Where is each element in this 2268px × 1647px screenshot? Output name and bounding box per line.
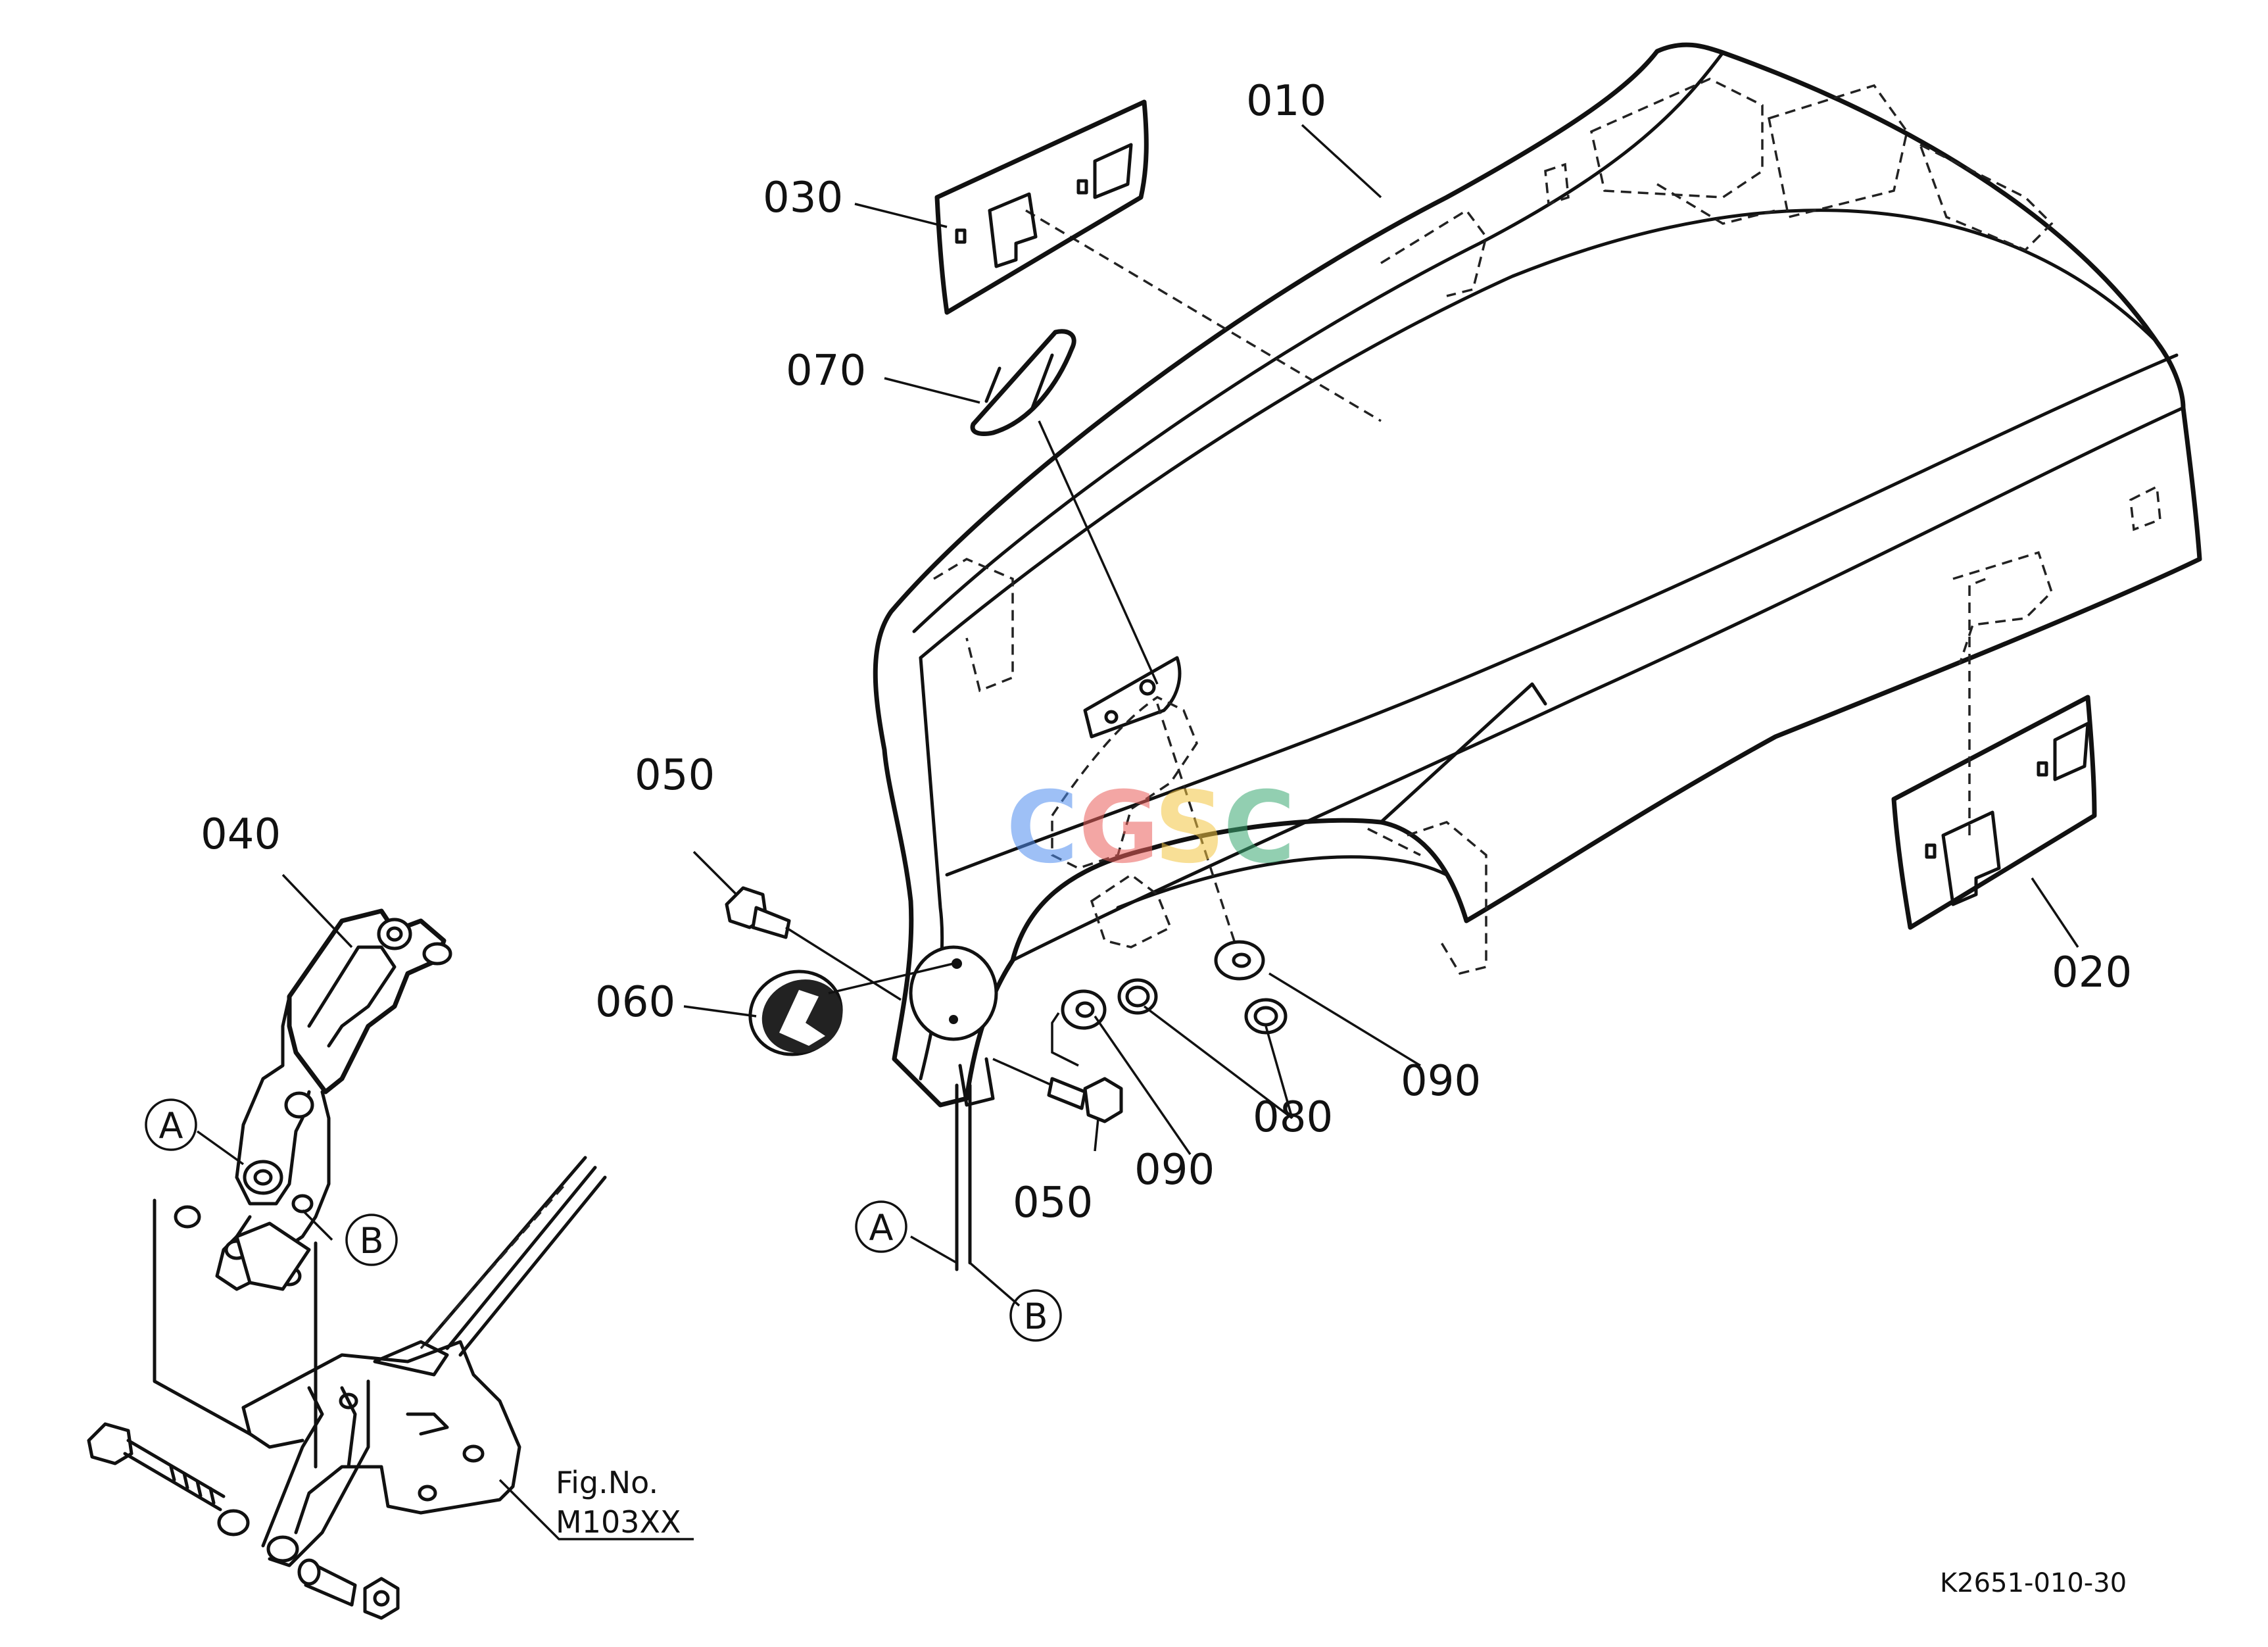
callout-020: 020	[2052, 948, 2132, 997]
callout-060: 060	[595, 978, 675, 1027]
fig-ref-line1: Fig.No.	[556, 1465, 658, 1500]
bolt-050-upper	[725, 886, 902, 1001]
marker-b-mid: B	[1009, 1289, 1062, 1342]
bolt-050-lower	[992, 1058, 1123, 1123]
callout-070: 070	[786, 347, 866, 395]
lower-hinge-assembly	[87, 1156, 694, 1620]
watermark-logo: C G S C	[1006, 771, 1295, 885]
bonnet-010	[873, 42, 2202, 1108]
callout-leaders	[196, 124, 2079, 1307]
washers-090-080	[1051, 940, 1288, 1067]
callout-030: 030	[763, 174, 843, 222]
watermark-char-2: G	[1078, 771, 1159, 885]
emblem-060	[748, 962, 954, 1056]
decal-020	[1891, 578, 2097, 930]
callout-040: 040	[201, 810, 281, 859]
callout-050-lower: 050	[1013, 1179, 1093, 1227]
watermark-char-3: S	[1154, 771, 1225, 885]
callout-010: 010	[1246, 77, 1326, 126]
svg-text:B: B	[1023, 1296, 1048, 1337]
callout-080: 080	[1253, 1093, 1333, 1142]
watermark-char-4: C	[1223, 771, 1295, 885]
marker-b-left: B	[345, 1214, 398, 1266]
decal-030	[934, 99, 1149, 315]
drawing-code: K2651-010-30	[1940, 1568, 2127, 1598]
callout-050-upper: 050	[635, 751, 715, 800]
callout-090-right: 090	[1401, 1057, 1481, 1106]
callout-090-lower: 090	[1134, 1146, 1215, 1194]
marker-a-mid: A	[855, 1200, 907, 1253]
nameplate-070	[970, 329, 1159, 685]
svg-text:A: A	[159, 1105, 183, 1146]
marker-a-left: A	[145, 1098, 197, 1151]
watermark-char-1: C	[1006, 771, 1078, 885]
svg-text:B: B	[359, 1220, 383, 1262]
ab-guide-lines	[955, 1083, 972, 1271]
svg-text:A: A	[869, 1207, 894, 1248]
fig-ref-line2: M103XX	[556, 1504, 681, 1540]
hinge-bracket-040	[153, 908, 452, 1469]
